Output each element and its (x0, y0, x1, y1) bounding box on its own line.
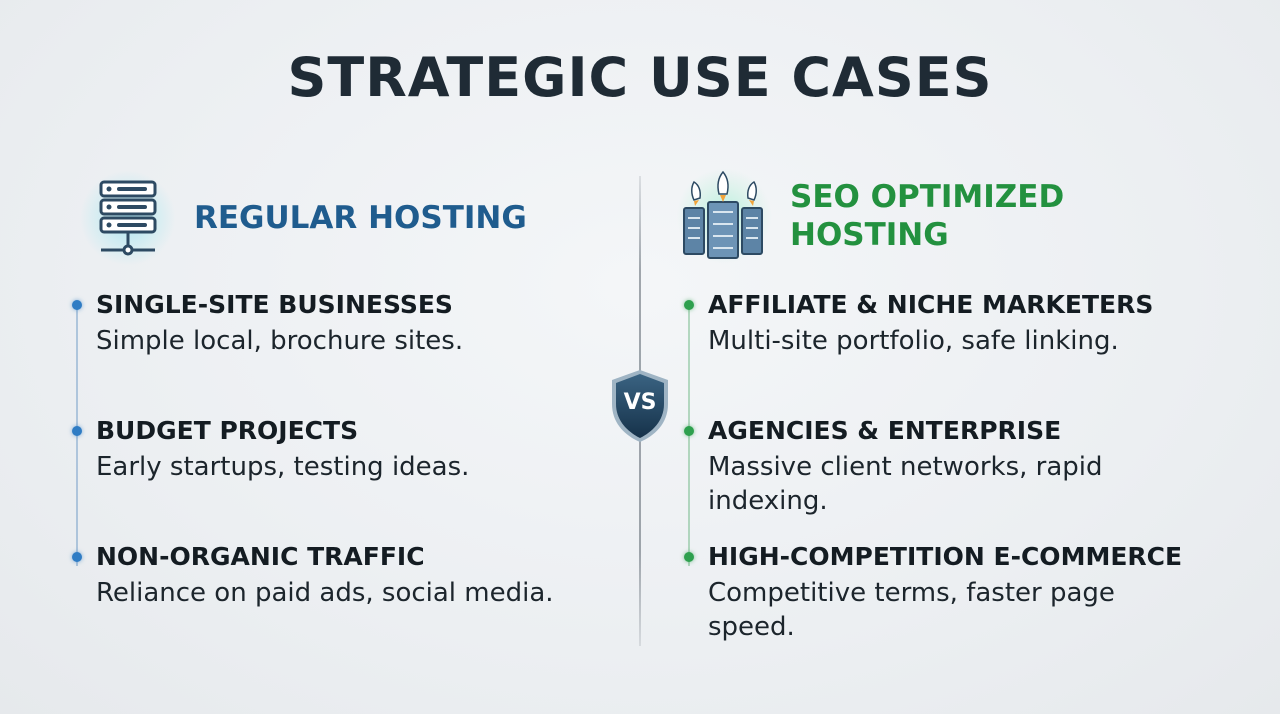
servers-rockets-icon (676, 168, 772, 264)
bullet-dot (684, 426, 694, 436)
item-description: Simple local, brochure sites. (96, 326, 464, 356)
item-description: Early startups, testing ideas. (96, 452, 470, 482)
item-title: NON-ORGANIC TRAFFIC (96, 542, 425, 571)
bullet-dot (684, 552, 694, 562)
item-description: Massive client networks, rapid indexing. (708, 452, 1103, 516)
vs-label: VS (623, 390, 657, 415)
item-title: AFFILIATE & NICHE MARKETERS (708, 290, 1154, 319)
item-title: SINGLE-SITE BUSINESSES (96, 290, 453, 319)
seo-hosting-heading: SEO OPTIMIZED HOSTING (790, 179, 1065, 253)
item-description: Competitive terms, faster page speed. (708, 578, 1115, 642)
page-title: STRATEGIC USE CASES (287, 46, 993, 109)
regular-hosting-header: REGULAR HOSTING (80, 170, 527, 266)
server-rack-icon (80, 170, 176, 266)
item-description: Multi-site portfolio, safe linking. (708, 326, 1119, 356)
bullet-dot (684, 300, 694, 310)
seo-hosting-header: SEO OPTIMIZED HOSTING (676, 168, 1120, 264)
item-title: HIGH-COMPETITION E-COMMERCE (708, 542, 1183, 571)
vs-shield-icon (612, 370, 668, 442)
item-description: Reliance on paid ads, social media. (96, 578, 554, 608)
bullet-dot (72, 552, 82, 562)
regular-hosting-heading: REGULAR HOSTING (194, 200, 527, 236)
bullet-dot (72, 300, 82, 310)
bullet-dot (72, 426, 82, 436)
item-title: BUDGET PROJECTS (96, 416, 359, 445)
item-title: AGENCIES & ENTERPRISE (708, 416, 1062, 445)
